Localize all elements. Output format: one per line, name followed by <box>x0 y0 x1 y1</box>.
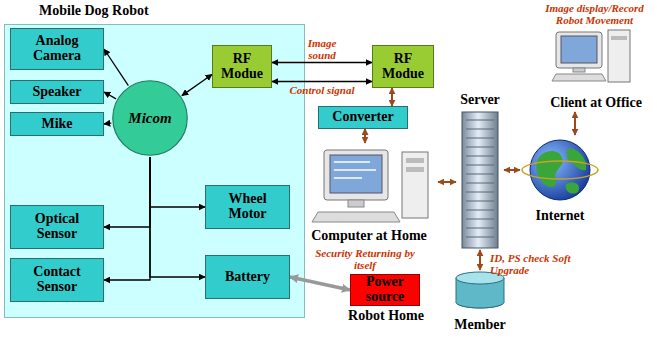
cylinder-bottom-edge <box>456 302 504 308</box>
connector-arrow <box>290 277 350 290</box>
monitor <box>324 150 388 200</box>
component-box: Speaker <box>10 80 104 104</box>
connector-arrow <box>104 157 150 280</box>
node-label: Contact Sensor <box>14 265 100 294</box>
land <box>536 151 562 187</box>
screen-line <box>334 169 376 171</box>
node-label: Server <box>460 93 500 108</box>
connector-arrow <box>150 157 205 277</box>
connector-arrow <box>479 250 481 270</box>
connector-arrow <box>150 157 205 207</box>
server-tower <box>462 112 498 248</box>
connector-arrow <box>104 49 128 86</box>
rf-module-box: RF Modue <box>212 45 272 88</box>
node-label: RF Modue <box>376 52 430 81</box>
orbit-ring <box>522 161 598 179</box>
node-label: Power source <box>351 275 419 305</box>
node-label: Internet <box>536 209 585 224</box>
node-label: Analog Camera <box>14 34 100 63</box>
node-label: Mike <box>41 117 72 132</box>
signal-label: Control signal <box>282 84 362 96</box>
connector-arrow <box>104 92 116 99</box>
land <box>566 182 579 193</box>
component-box: Battery <box>205 255 290 299</box>
home-computer-icon <box>312 150 428 222</box>
connector-arrow <box>104 122 111 124</box>
screen-line <box>334 177 362 179</box>
member-database-icon <box>456 272 504 308</box>
screen <box>561 36 597 63</box>
member-node: Member <box>448 270 512 334</box>
internet-node: Internet <box>520 135 600 225</box>
annotation-note: Image display/Record Robot Movement <box>536 2 653 26</box>
node-label: RF Modue <box>216 52 268 81</box>
drive-bay <box>406 167 424 172</box>
connector-arrow <box>272 81 372 82</box>
component-box: Contact Sensor <box>10 258 104 302</box>
component-box: Optical Sensor <box>10 205 104 249</box>
node-label: Client at Office <box>550 96 642 111</box>
monitor-stand <box>573 68 585 72</box>
client-computer-icon <box>552 30 630 82</box>
server-icon <box>462 112 498 248</box>
node-label: Battery <box>225 270 270 285</box>
annotation-note: Security Returning by itself <box>312 247 418 271</box>
screen-line <box>334 161 370 163</box>
globe <box>530 140 590 200</box>
connector-arrow <box>182 75 212 96</box>
keyboard <box>312 212 400 222</box>
home-computer-node: Computer at Home <box>300 143 438 245</box>
drive-bay <box>406 158 424 163</box>
cylinder-bottom <box>456 296 504 308</box>
node-label: Converter <box>332 110 393 125</box>
land <box>567 148 587 170</box>
connector-arrow <box>438 181 456 183</box>
circle-shape <box>113 81 187 155</box>
connector-arrow <box>364 129 366 143</box>
pc-tower <box>402 152 428 218</box>
node-label: Member <box>454 318 505 333</box>
node-label: Speaker <box>33 85 82 100</box>
keyboard <box>552 74 606 81</box>
controller-circle: Micom <box>112 80 188 156</box>
connector-arrow <box>574 112 576 135</box>
node-label: Computer at Home <box>311 229 427 244</box>
internet-globe <box>522 140 598 200</box>
node-label: Wheel Motor <box>209 192 286 221</box>
screen <box>330 155 382 193</box>
robot-panel: Mobile Dog RobotAnalog CameraSpeakerMike… <box>4 24 305 318</box>
node-label: Optical Sensor <box>14 212 100 241</box>
connector-arrow <box>104 157 150 227</box>
component-box: Wheel Motor <box>205 185 290 229</box>
node-caption: Robot Home <box>331 309 441 324</box>
signal-label: Image sound <box>299 37 345 61</box>
annotation-note: ID, PS check Soft Upgrade <box>490 252 582 276</box>
connector-arrow <box>504 169 520 171</box>
pc-tower <box>608 30 630 82</box>
client-node: Client at Office <box>540 28 652 112</box>
drive-bay <box>611 36 627 40</box>
connector-arrow <box>272 62 372 63</box>
monitor <box>556 32 602 68</box>
node-label: Mobile Dog Robot <box>39 3 149 19</box>
rf-module-box: RF Modue <box>372 45 434 88</box>
node-label: Micom <box>128 110 171 127</box>
server-slots <box>462 116 498 242</box>
component-box: Mike <box>10 112 104 136</box>
monitor-stand <box>348 200 364 207</box>
server-node: Server <box>456 93 504 250</box>
component-box: Analog Camera <box>10 28 104 70</box>
power-source-box: Power sourceRobot Home <box>350 274 420 306</box>
converter-box: Converter <box>318 106 408 129</box>
connector-arrow <box>391 88 393 106</box>
